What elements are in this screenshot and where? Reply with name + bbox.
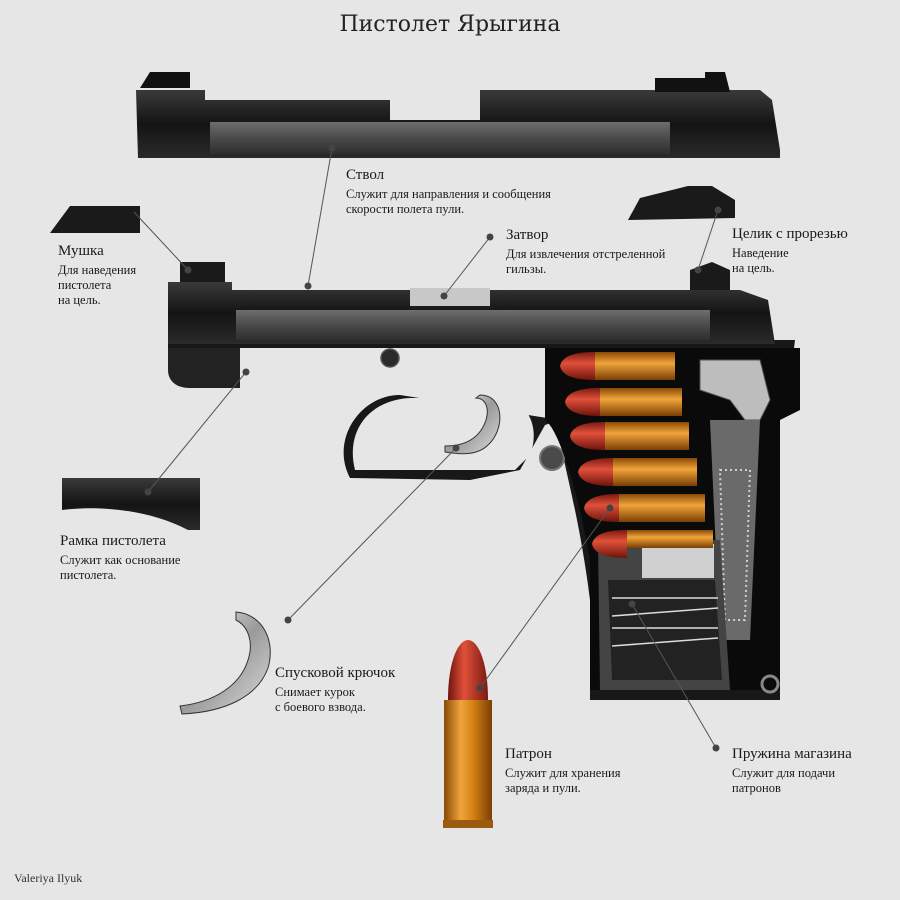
label-frame-desc: Служит как основание пистолета. <box>60 553 181 582</box>
label-trigger-desc: Снимает курок с боевого взвода. <box>275 685 366 714</box>
label-rear-sight-desc: Наведение на цель. <box>732 246 789 275</box>
frame-piece-detached <box>62 478 200 530</box>
diagram-title: Пистолет Ярыгина <box>339 12 561 37</box>
label-cartridge-name: Патрон <box>505 746 552 762</box>
label-barrel-desc: Служит для направления и сообщения скоро… <box>346 187 551 216</box>
label-front-sight-name: Мушка <box>58 243 104 259</box>
label-slide-name: Затвор <box>506 227 549 243</box>
pistol-assembled <box>168 262 800 700</box>
label-mag-spring-desc: Служит для подачи патронов <box>732 766 836 795</box>
label-slide-desc: Для извлечения отстреленной гильзы. <box>506 247 666 276</box>
author-credit: Valeriya Ilyuk <box>14 871 83 885</box>
leader-lines <box>133 144 722 752</box>
label-front-sight-desc: Для наведения пистолета на цель. <box>58 263 137 307</box>
label-frame: Рамка пистолета Служит как основание пис… <box>60 532 180 583</box>
label-frame-name: Рамка пистолета <box>60 533 166 549</box>
label-barrel-name: Ствол <box>346 167 385 183</box>
front-sight-detached <box>50 206 140 233</box>
trigger-detached <box>179 611 271 715</box>
rear-sight-detached <box>628 186 735 220</box>
label-trigger-name: Спусковой крючок <box>275 665 396 681</box>
label-rear-sight: Целик с прорезью Наведение на цель. <box>732 225 848 276</box>
label-mag-spring: Пружина магазина Служит для подачи патро… <box>732 745 852 796</box>
label-mag-spring-name: Пружина магазина <box>732 746 852 762</box>
label-slide: Затвор Для извлечения отстреленной гильз… <box>506 226 665 277</box>
label-barrel: Ствол Служит для направления и сообщения… <box>346 166 551 217</box>
cartridge-standalone <box>443 640 493 828</box>
slide-detached <box>136 72 780 158</box>
label-front-sight: Мушка Для наведения пистолета на цель. <box>58 242 136 308</box>
label-rear-sight-name: Целик с прорезью <box>732 226 848 242</box>
label-cartridge: Патрон Служит для хранения заряда и пули… <box>505 745 620 796</box>
label-trigger: Спусковой крючок Снимает курок с боевого… <box>275 664 395 715</box>
label-cartridge-desc: Служит для хранения заряда и пули. <box>505 766 621 795</box>
magazine-cartridges <box>560 352 713 558</box>
